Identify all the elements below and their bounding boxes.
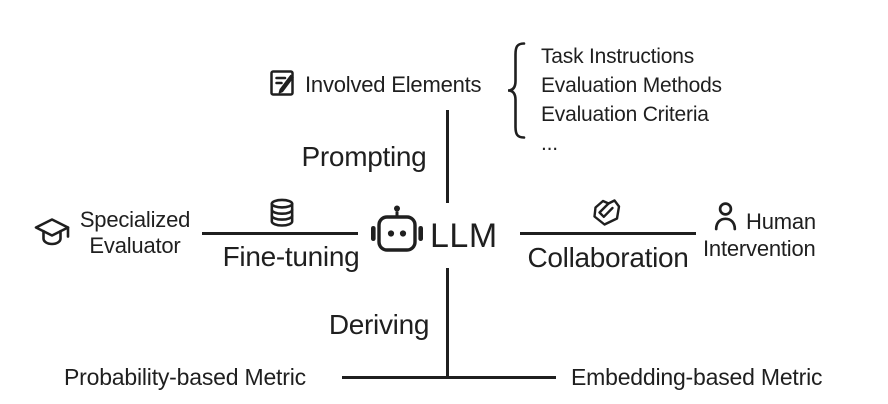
relation-collaboration: Collaboration [527,242,689,273]
relation-deriving: Deriving [328,309,430,340]
list-item: Evaluation Criteria [541,103,709,126]
connector-top-vertical [446,110,449,203]
list-item: Evaluation Methods [541,74,722,97]
probability-based-metric-label: Probability-based Metric [64,364,306,390]
connector-bottom-horizontal [342,376,556,379]
handshake-icon [590,197,623,229]
connector-left-horizontal [202,232,358,235]
involved-elements-label: Involved Elements [305,72,482,97]
list-item: Task Instructions [541,45,694,68]
specialized-evaluator-line1: Specialized [79,207,191,232]
embedding-based-metric-label: Embedding-based Metric [571,364,823,390]
relation-prompting: Prompting [301,141,427,172]
brace-left-icon [503,40,529,141]
llm-label: LLM [430,217,498,255]
specialized-evaluator-label: Specialized Evaluator [74,207,196,259]
database-icon [268,198,296,229]
robot-icon [370,204,424,254]
relation-fine-tuning: Fine-tuning [222,241,360,272]
edit-document-icon [268,68,298,98]
specialized-evaluator-line2: Evaluator [89,233,181,258]
graduation-cap-icon [33,214,71,252]
involved-elements-list: Task Instructions Evaluation Methods Eva… [541,42,722,158]
connector-right-horizontal [520,232,696,235]
human-intervention-line2: Intervention [703,236,816,261]
list-item: ... [541,132,558,155]
person-icon [713,201,738,232]
connector-bottom-vertical [446,268,449,379]
human-intervention-line1: Human [746,209,816,234]
